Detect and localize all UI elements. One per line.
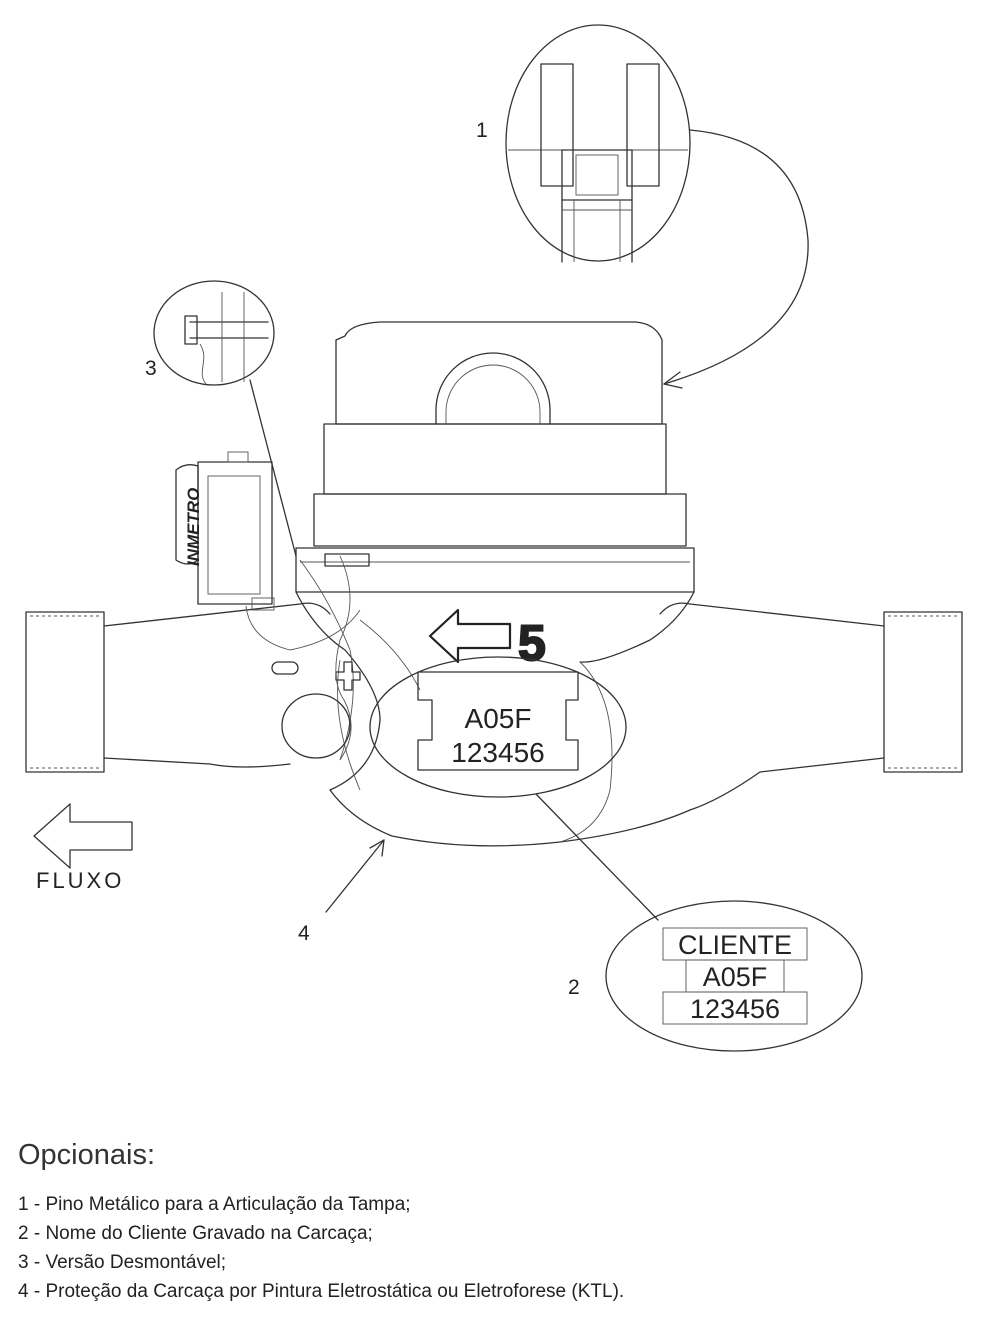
flow-label: FLUXO — [36, 868, 124, 893]
legend-item: 4 - Proteção da Carcaça por Pintura Elet… — [18, 1281, 625, 1302]
flow-direction: FLUXO — [33, 803, 133, 893]
detail-hinge-pin — [505, 24, 691, 263]
legend-item: 3 - Versão Desmontável; — [18, 1252, 227, 1273]
legend-list: 1 - Pino Metálico para a Articulação da … — [18, 1190, 968, 1306]
water-meter-drawing: INMETRO 5 A05F 123456 FLUXO CLIENTE A05F… — [25, 24, 963, 1052]
flow-class-number: 5 — [518, 615, 546, 671]
meter-body — [25, 591, 963, 847]
legend-item: 2 - Nome do Cliente Gravado na Carcaça; — [18, 1223, 373, 1244]
callout-4: 4 — [298, 922, 310, 945]
client-plate-line1: CLIENTE — [678, 930, 792, 960]
detail-client-plate: CLIENTE A05F 123456 — [605, 900, 863, 1052]
body-engraving-plate: A05F 123456 — [369, 656, 627, 798]
detail-demountable — [153, 280, 275, 386]
legend-title: Opcionais: — [18, 1139, 156, 1171]
client-plate-line2: A05F — [703, 962, 768, 992]
meter-register — [295, 321, 695, 593]
body-code-line2: 123456 — [451, 737, 544, 768]
optional-features-legend: Opcionais: 1 - Pino Metálico para a Arti… — [18, 1138, 968, 1306]
seal-wire — [271, 555, 613, 843]
legend-item: 1 - Pino Metálico para a Articulação da … — [18, 1194, 411, 1215]
leader-lines — [249, 129, 809, 921]
callout-3: 3 — [145, 357, 157, 380]
inmetro-seal: INMETRO — [175, 451, 361, 761]
callout-1: 1 — [476, 119, 488, 142]
inmetro-label: INMETRO — [184, 488, 203, 566]
flow-class-mark: 5 — [428, 608, 547, 672]
callout-2: 2 — [568, 976, 580, 999]
client-plate-line3: 123456 — [690, 994, 780, 1024]
body-code-line1: A05F — [465, 703, 532, 734]
